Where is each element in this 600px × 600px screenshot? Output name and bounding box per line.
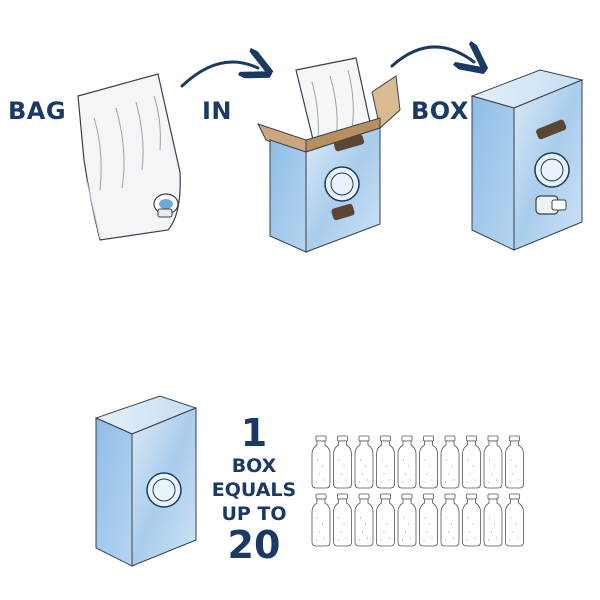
arrow-bag-to-box: [180, 62, 258, 88]
closed-box-with-tap-illustration: [470, 69, 584, 251]
bottle-icon: [376, 435, 395, 489]
bottle-icon: [333, 493, 352, 547]
bottle-grid: [311, 435, 524, 547]
bottle-icon: [397, 435, 417, 489]
in-label: IN: [202, 97, 233, 125]
bottle-icon: [333, 435, 352, 489]
bottle-icon: [483, 435, 503, 489]
bottle-icon: [440, 435, 460, 489]
open-box-with-bag-illustration: [257, 57, 401, 253]
box-label: BOX: [411, 97, 469, 125]
box-count: 1: [240, 411, 268, 455]
box-illustration-small: [94, 395, 198, 567]
equals-statement: 1 BOX EQUALS UP TO 20: [210, 411, 298, 567]
bottle-icon: [440, 493, 460, 547]
bottle-icon: [419, 435, 438, 489]
tap-icon: [153, 193, 179, 218]
bag-label: BAG: [8, 97, 67, 125]
equals-line-equals: EQUALS: [211, 478, 297, 501]
bottle-icon: [354, 435, 374, 489]
equals-line-box: BOX: [231, 454, 277, 477]
tap-icon: [535, 195, 567, 215]
bottle-icon: [311, 493, 331, 547]
bottle-icon: [419, 493, 438, 547]
bottle-icon: [397, 493, 417, 547]
bottle-icon: [462, 493, 481, 547]
bottle-icon: [311, 435, 331, 489]
bottle-icon: [505, 435, 524, 489]
bottle-icon: [483, 493, 503, 547]
arrow-box-to-closed-box: [390, 47, 474, 66]
bottle-icon: [354, 493, 374, 547]
bottle-icon: [376, 493, 395, 547]
equals-line-upto: UP TO: [221, 502, 287, 525]
bottle-icon: [505, 493, 524, 547]
bottle-icon: [462, 435, 481, 489]
bag-illustration: [77, 73, 181, 241]
bottle-count: 20: [227, 522, 281, 567]
